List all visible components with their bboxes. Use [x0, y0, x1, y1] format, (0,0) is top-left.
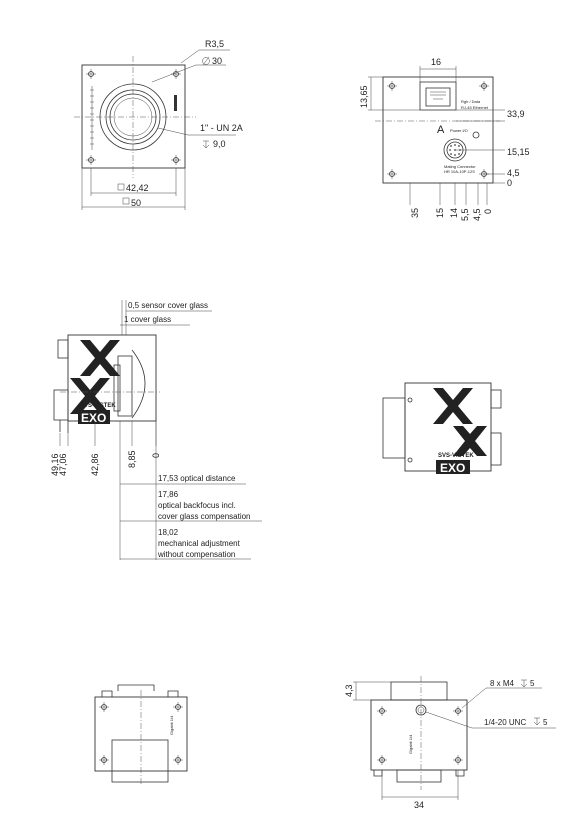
- bottom-dim-2: 14: [449, 208, 459, 218]
- mech-line2: without compensation: [157, 550, 235, 559]
- width-outer-label: 50: [131, 198, 141, 208]
- power-label: Power I/O: [450, 128, 468, 133]
- label-tripod-depth: 5: [543, 718, 548, 727]
- vdim-1: 47,06: [58, 453, 68, 476]
- front-label-mark: [174, 95, 177, 111]
- bottom-housing: [370, 699, 468, 771]
- bottom-dim-0: 35: [410, 208, 420, 218]
- backfocus-value: 17,86: [158, 490, 179, 499]
- side-view: SVS-VISTEK EXO 0,5 sensor cover glass 1 …: [50, 300, 262, 560]
- depth-symbol-icon-2: [520, 679, 528, 688]
- bottom-dim-34: 34: [414, 800, 424, 810]
- marker-a: A: [437, 124, 445, 136]
- mech-value: 18,02: [158, 528, 179, 537]
- bottom-dim-3: 5,5: [460, 208, 470, 221]
- side-lens-mount: [117, 355, 133, 417]
- iso-model: EXO: [440, 461, 465, 475]
- dim-right-4: 0: [507, 178, 512, 188]
- backfocus-line2: cover glass compensation: [158, 512, 251, 521]
- front-housing: [81, 64, 186, 169]
- iso-brand: SVS-VISTEK: [438, 453, 474, 459]
- x-logo-icon: [70, 340, 120, 414]
- vdim-3: 8,85: [127, 450, 137, 468]
- label-thread-depth: 5: [530, 679, 535, 688]
- bottom-dim-5: 0: [483, 209, 493, 214]
- vdim-0: 49,16: [50, 453, 60, 476]
- width-inner-label: 42,42: [126, 183, 149, 193]
- bottom-screw-holes: [377, 706, 463, 765]
- backfocus-line1: optical backfocus incl.: [158, 501, 236, 510]
- rear-housing: [382, 76, 494, 184]
- radius-label: R3,5: [205, 39, 224, 49]
- opposite-side-view: SVS-VISTEK EXO: [382, 382, 502, 475]
- depth-symbol-icon: [202, 140, 210, 149]
- dim-right-1: 33,9: [507, 109, 525, 119]
- mount-ring-outer: [99, 83, 167, 151]
- side-model-badge: [78, 410, 110, 424]
- front-view: R3,5 30 1" - UN 2A 9,0 42,42 50: [74, 39, 243, 210]
- dim-left: 13,65: [359, 85, 369, 108]
- bottom-dim-left: 4,3: [344, 684, 354, 697]
- diameter-symbol-icon: [202, 56, 210, 66]
- connector-label-2: HR 10A-10P-12S: [444, 169, 475, 174]
- corner-screw-holes: [86, 69, 181, 165]
- dim-top: 16: [431, 57, 441, 67]
- top-screw-holes: [99, 702, 183, 765]
- square-symbol-icon: [117, 183, 125, 191]
- square-symbol-icon-2: [122, 197, 130, 205]
- depth-label: 9,0: [213, 139, 226, 149]
- dim-right-2: 15,15: [507, 147, 530, 157]
- ethernet-port: [419, 81, 457, 111]
- top-tiny-label: Gigabit 1/4: [169, 715, 174, 735]
- connector-label-1: Mating Connector: [444, 164, 476, 169]
- status-led: [472, 131, 480, 139]
- label-optical-distance: 17,53 optical distance: [158, 474, 236, 483]
- eth-label-1: Rgh / Data: [461, 99, 481, 104]
- label-sensor-glass: 0,5 sensor cover glass: [128, 301, 208, 310]
- ruler-scale: [90, 86, 94, 150]
- depth-symbol-icon-3: [533, 717, 541, 726]
- bottom-dim-1: 15: [435, 208, 445, 218]
- bottom-dim-4: 4,5: [472, 208, 482, 221]
- iso-model-badge: [436, 460, 470, 474]
- label-cover-glass: 1 cover glass: [124, 315, 171, 324]
- connector-pins: [449, 144, 461, 156]
- side-brand: SVS-VISTEK: [80, 403, 116, 409]
- bottom-view: Gigabit 1/4 4,3 8 x M4 5 1/4-20 UNC 5 34: [344, 676, 556, 810]
- mech-line1: mechanical adjustment: [158, 539, 241, 548]
- tripod-hole: [415, 704, 427, 716]
- x-logo-icon-2: [433, 388, 487, 456]
- top-view: Gigabit 1/4: [94, 684, 188, 785]
- label-thread: 8 x M4: [490, 679, 515, 688]
- diameter-label: 30: [212, 56, 222, 66]
- eth-label-2: RJ-45 Ethernet: [461, 105, 489, 110]
- rear-view: A Rgh / Data RJ-45 Ethernet Power I/O Ma…: [359, 57, 530, 221]
- label-tripod: 1/4-20 UNC: [484, 718, 526, 727]
- side-model: EXO: [81, 411, 106, 425]
- thread-label: 1" - UN 2A: [200, 123, 243, 133]
- dim-right-3: 4,5: [507, 168, 520, 178]
- bottom-tiny-label: Gigabit 1/4: [408, 734, 413, 754]
- vdim-2: 42,86: [90, 453, 100, 476]
